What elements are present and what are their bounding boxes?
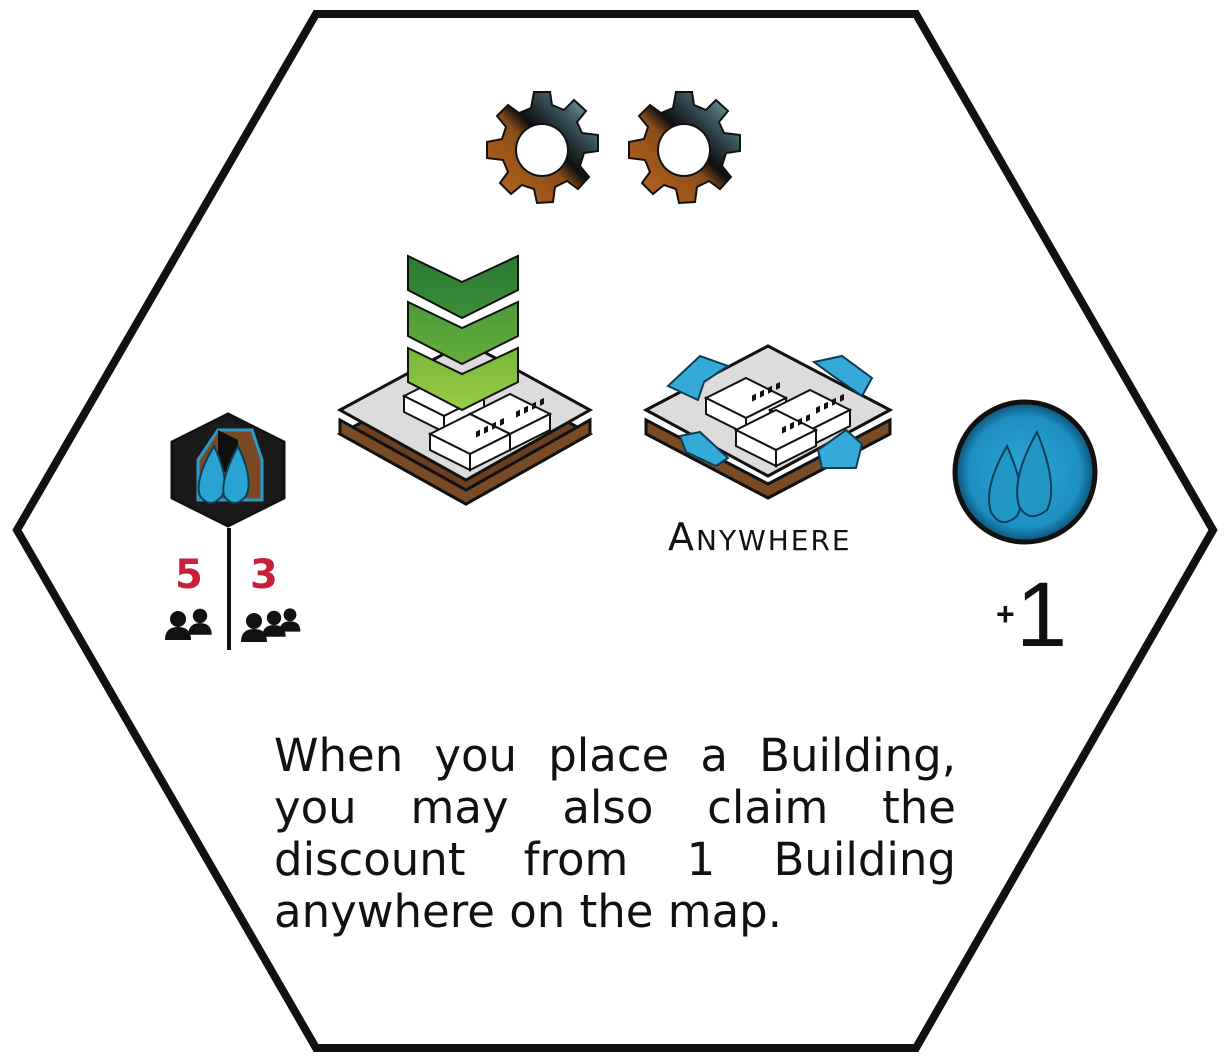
hex-card-border xyxy=(12,10,1218,1052)
water-drop-token-icon xyxy=(952,399,1098,545)
player-count-value: 3 xyxy=(250,552,278,598)
anywhere-building-tile-icon xyxy=(642,344,894,500)
bonus-value: 1 xyxy=(1016,564,1067,666)
card-description: When you place a Building, you may also … xyxy=(274,729,956,938)
anywhere-label: ANYWHERE xyxy=(668,515,852,559)
upgrade-building-tile-icon xyxy=(336,254,594,506)
bonus-plus: + xyxy=(996,596,1015,632)
player-count-value: 5 xyxy=(175,552,203,598)
water-hex-icon xyxy=(170,412,286,528)
